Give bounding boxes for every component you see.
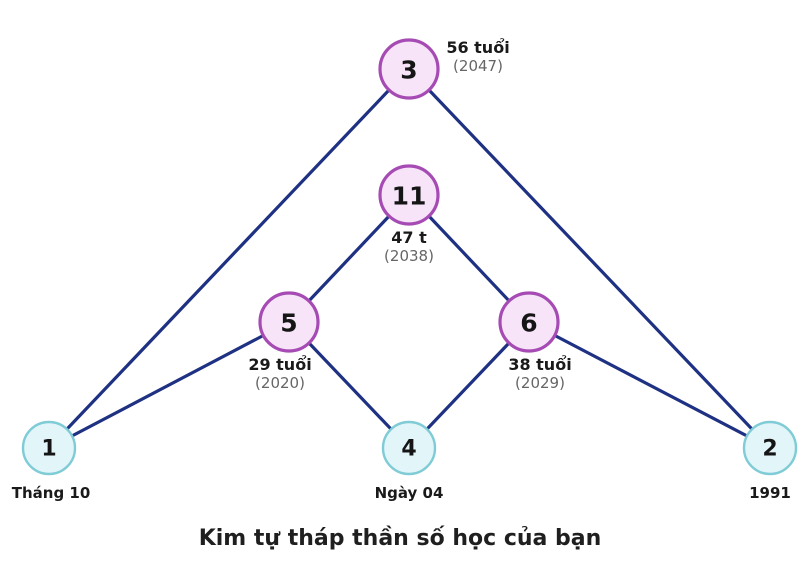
node-day: 4 [381,420,437,476]
month-label: Tháng 10 [11,484,91,502]
node-peak-1-value: 5 [280,309,297,338]
peak-4-age: 56 tuổi [446,38,510,57]
peak-2-label: 38 tuổi (2029) [508,355,571,392]
peak-2-age: 38 tuổi [508,355,572,374]
peak-4-label: 56 tuổi (2047) [446,38,509,75]
peak-1-year: (2020) [255,374,305,392]
node-peak-4: 3 [378,38,440,100]
node-month-value: 1 [41,437,56,462]
node-peak-4-value: 3 [400,56,417,85]
peak-3-label: 47 t (2038) [384,228,434,265]
peak-2-year: (2029) [515,374,565,392]
node-peak-2-value: 6 [520,309,537,338]
edge-6-2 [527,320,772,450]
node-year: 2 [742,420,798,476]
node-peak-2: 6 [498,291,560,353]
diagram-title: Kim tự tháp thần số học của bạn [198,526,602,551]
edge-1-3 [47,67,411,450]
peak-1-age: 29 tuổi [248,355,312,374]
peak-4-year: (2047) [453,57,503,75]
peak-1-label: 29 tuổi (2020) [248,355,311,392]
year-label: 1991 [749,484,791,502]
node-year-value: 2 [762,437,777,462]
node-day-value: 4 [401,437,416,462]
peak-3-year: (2038) [384,247,434,265]
edge-3-2 [407,67,772,450]
day-label: Ngày 04 [374,484,444,502]
node-peak-3: 11 [378,164,440,226]
node-peak-1: 5 [258,291,320,353]
node-peak-3-value: 11 [392,182,427,211]
edge-1-5 [47,320,291,450]
node-month: 1 [21,420,77,476]
peak-3-age: 47 t [391,228,427,247]
